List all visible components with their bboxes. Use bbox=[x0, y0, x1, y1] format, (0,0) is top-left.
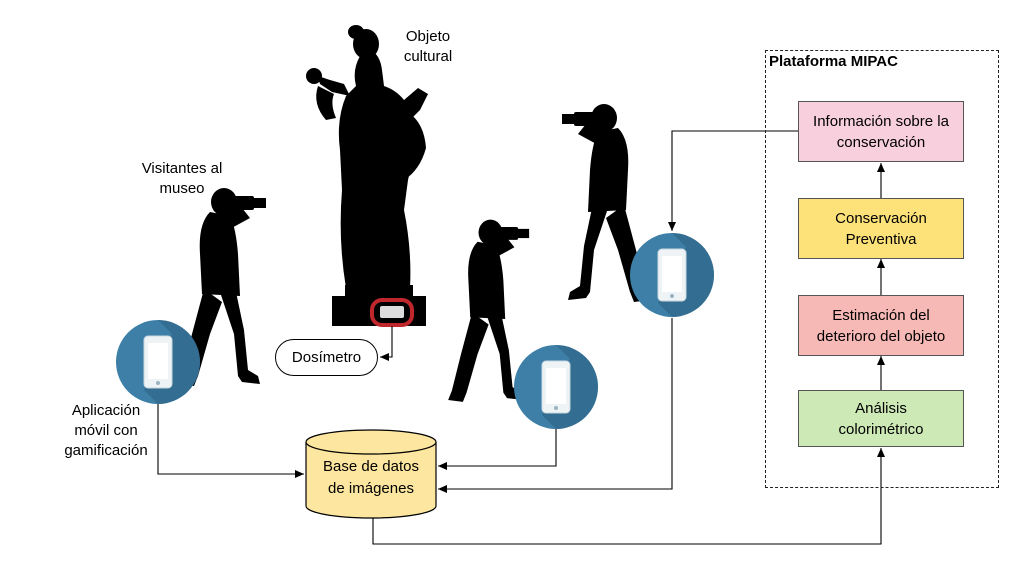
dosimeter-icon bbox=[370, 298, 414, 327]
box-analisis: Análisis colorimétrico bbox=[798, 390, 964, 447]
dosimetro-node: Dosímetro bbox=[275, 339, 378, 376]
label-objeto-cultural: Objeto cultural bbox=[403, 28, 453, 65]
box-label: Análisis colorimétrico bbox=[838, 399, 924, 438]
label-visitantes: Visitantes al museo bbox=[141, 160, 223, 197]
database-label: Base de datos de imágenes bbox=[323, 458, 419, 497]
statue-icon bbox=[306, 25, 428, 326]
platform-title: Plataforma MIPAC bbox=[769, 53, 898, 70]
box-label: Información sobre la conservación bbox=[813, 112, 949, 151]
box-label: Estimación del deterioro del objeto bbox=[816, 306, 946, 345]
box-conservacion: Conservación Preventiva bbox=[798, 198, 964, 259]
box-informacion: Información sobre la conservación bbox=[798, 101, 964, 162]
smartphone-icon bbox=[513, 344, 599, 430]
label-aplicacion: Aplicación móvil con gamificación bbox=[64, 402, 148, 459]
connectors bbox=[157, 130, 885, 545]
box-estimacion: Estimación del deterioro del objeto bbox=[798, 295, 964, 356]
box-label: Conservación Preventiva bbox=[835, 209, 927, 248]
dosimetro-label: Dosímetro bbox=[291, 349, 362, 366]
database-icon bbox=[305, 429, 437, 519]
smartphone-icon bbox=[115, 319, 201, 405]
platform-container bbox=[765, 50, 999, 488]
smartphone-icon bbox=[629, 232, 715, 318]
